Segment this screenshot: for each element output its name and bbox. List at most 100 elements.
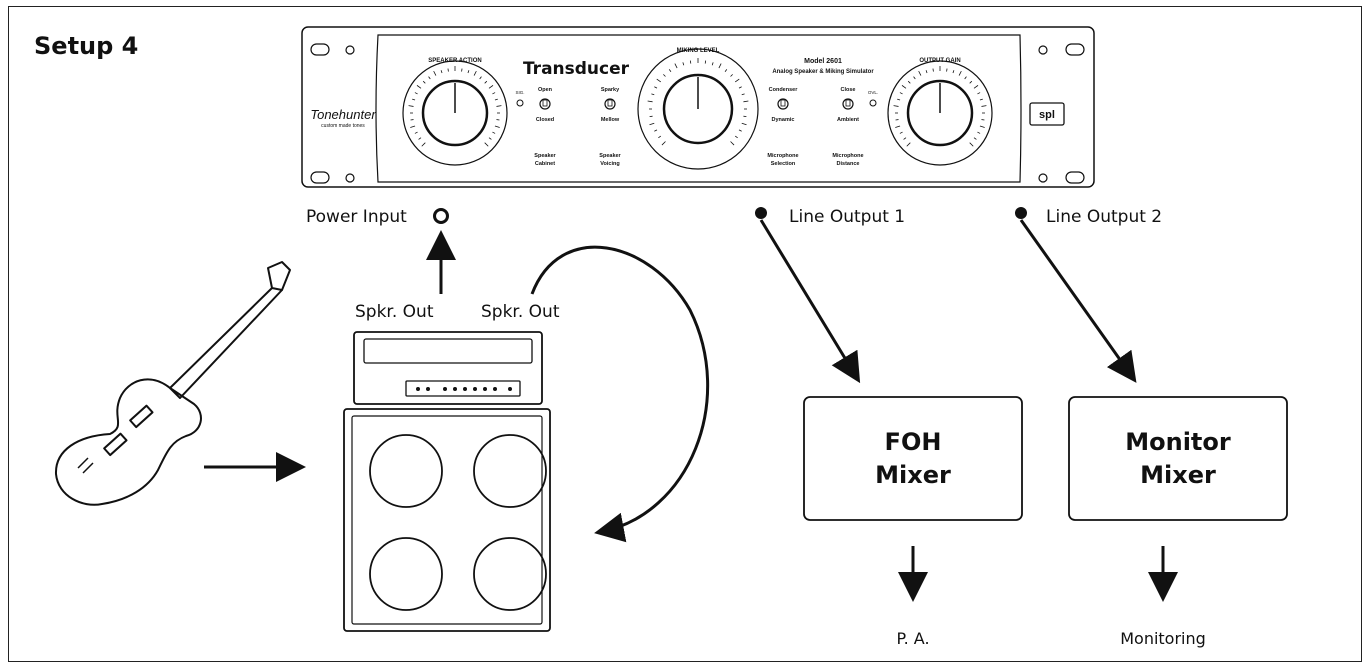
knob-tick [981,105,987,107]
speaker-cone-icon [369,434,443,508]
spl-logo: spl [1039,109,1055,121]
knob-tick [893,105,899,107]
knob-tick [899,131,903,134]
knob-tick [647,100,653,103]
sig-led-icon [516,99,524,107]
monitor-mixer-line1: Monitor [1125,428,1231,456]
knob-tick [901,85,907,89]
monitor-mixer-line2: Mixer [1140,461,1216,489]
knob-tick [743,100,749,103]
knob-tick [913,76,916,80]
transducer-device: Tonehunter custom made tones spl Transdu… [301,26,1095,188]
knob-tick [496,105,502,107]
knob-tick [658,135,662,139]
switch-top-label: Open [538,87,553,93]
switch-microphone-distance[interactable]: Close Ambient Microphone Distance [832,87,863,167]
knob-tick [711,62,714,66]
knob-tick [958,70,962,76]
knob-tick [969,142,974,147]
foh-mixer-line1: FOH [885,428,942,456]
knob-tick [674,63,678,69]
knob-tick [668,69,672,73]
speaker-cabinet [343,408,551,632]
line-output-2-label: Line Output 2 [1046,207,1162,227]
knob-tick [663,74,666,77]
knob-scale [647,58,749,146]
line-output-2-jack-icon [1015,207,1027,219]
ovl-label: OVL. [868,90,878,95]
knob-tick [484,142,489,147]
knob-tick [734,78,740,83]
switch-caption: Speaker [599,153,621,159]
knob-tick [494,125,500,128]
knob-tick [467,70,470,74]
switch-top-label: Condenser [769,87,799,93]
knob-tick [979,125,985,128]
knob-tick [492,92,496,95]
knob-scale [893,66,987,147]
switch-speaker-voicing[interactable]: Sparky Mellow Speaker Voicing [599,87,621,167]
spkr-out-2-label: Spkr. Out [481,302,560,322]
knob-tick [488,137,492,140]
rack-screw-icon [1038,173,1048,183]
knob-tick [925,70,928,74]
spl-logo-box [1029,102,1065,126]
diagram-frame [8,6,1362,662]
knob-tick [412,98,416,101]
knob-tick [906,142,911,147]
knob-tick [969,80,973,84]
knob-tick [979,98,983,101]
knob-tick [952,70,955,74]
knob-tick [654,129,658,132]
device-model: Model 2601 [804,58,842,65]
foh-mixer-box: FOH Mixer [803,396,1023,521]
device-name: Transducer [523,59,630,79]
line-output-1-label: Line Output 1 [789,207,905,227]
knob-tick [895,125,901,128]
knob-tick [422,80,426,84]
knob-tick [418,137,422,140]
knob-label: MIKING LEVEL [677,48,720,54]
switch-microphone-selection[interactable]: Condenser Dynamic Microphone Selection [767,87,798,167]
knob-tick [973,137,977,140]
line-output-1-jack-icon [755,207,767,219]
sig-label: SIG. [515,90,524,95]
knob-tick [656,78,662,83]
power-jack-icon [433,208,449,224]
knob-tick [492,131,496,134]
knob-tick [918,70,922,76]
switch-bottom-label: Mellow [601,117,620,123]
knob-output-gain[interactable]: OUTPUT GAIN [887,58,993,166]
switch-bottom-label: Dynamic [772,117,795,123]
knob-tick [734,135,738,139]
knob-tick [484,80,488,84]
power-input-label: Power Input [306,207,407,227]
knob-tick [738,129,742,132]
switch-speaker-cabinet[interactable]: Open Closed Speaker Cabinet [534,87,556,167]
knob-tick [741,93,745,96]
rack-slot [310,171,330,184]
rack-slot [1065,43,1085,56]
spkr-out-1-label: Spkr. Out [355,302,434,322]
knob-tick [408,105,414,107]
knob-miking-level[interactable]: MIKING LEVEL [637,48,759,170]
rack-screw-icon [345,173,355,183]
front-face [375,34,1022,183]
switch-top-label: Sparky [601,87,620,93]
switch-caption: Cabinet [535,161,555,167]
knob-speaker-action[interactable]: SPEAKER ACTION [402,58,508,166]
switch-caption: Selection [771,161,796,167]
tonehunter-logo: Tonehunter [310,107,376,122]
switch-bottom-label: Ambient [837,117,859,123]
toggle-switch-icon [777,98,789,110]
knob-tick [907,80,911,84]
knob-tick [973,85,979,89]
knob-ring [402,60,508,166]
switch-caption: Speaker [534,153,556,159]
speaker-cone-icon [473,434,547,508]
guitar-icon [54,261,291,506]
knob-tick [488,85,494,89]
knob-tick [899,92,903,95]
knob-ring [637,48,759,170]
switch-bottom-label: Closed [536,117,554,123]
